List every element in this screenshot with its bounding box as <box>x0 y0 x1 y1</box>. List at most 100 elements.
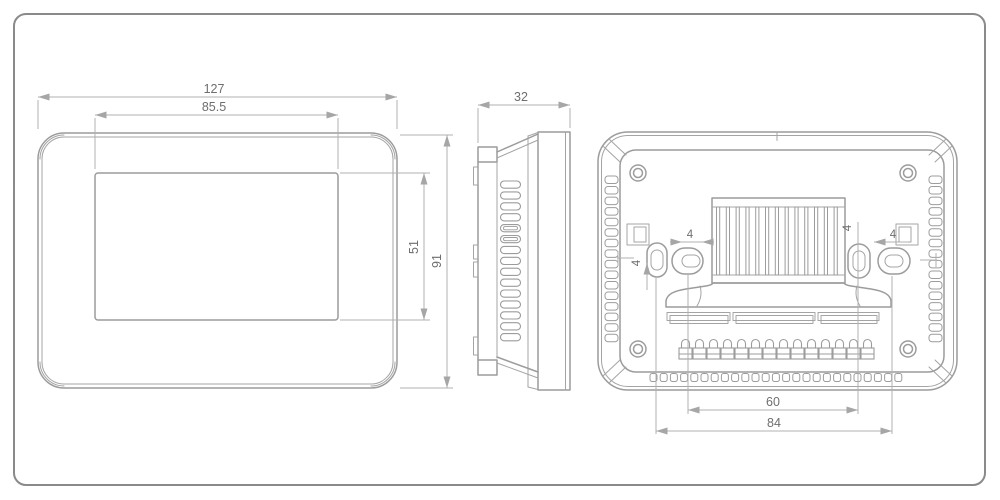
bottom-vent-slot <box>863 373 872 382</box>
side-vent-slot <box>499 191 522 200</box>
bottom-vent-slot <box>700 373 709 382</box>
side-vent-slot <box>499 234 522 244</box>
corner-screw-holes <box>629 164 917 358</box>
drawing-frame <box>13 13 986 486</box>
side-vent-slots <box>499 180 522 342</box>
terminal-screw-arch <box>820 338 831 348</box>
bottom-rim-vents <box>649 373 903 382</box>
dimension-annotations: 127 85.5 51 91 32 4 4 4 4 <box>37 82 937 435</box>
rim-vent-slot <box>928 238 943 248</box>
rim-vent-slot <box>928 175 943 184</box>
side-vent-slot <box>499 311 522 320</box>
terminal-screw-arch <box>834 338 845 348</box>
side-vent-slot <box>499 213 522 222</box>
heatsink-fins <box>716 206 838 276</box>
terminal-screw-arch <box>764 338 775 348</box>
rim-vent-slot <box>928 270 943 279</box>
bottom-vent-slot <box>659 373 668 382</box>
rim-vent-slot <box>928 207 943 216</box>
dim-right-slot-pitch: 4 <box>890 229 897 241</box>
bottom-vent-slot <box>720 373 729 382</box>
rim-vent-slot <box>928 196 943 206</box>
rim-vent-slot <box>604 291 619 301</box>
bottom-vent-slot <box>741 373 750 382</box>
side-vent-slot <box>499 224 522 233</box>
side-vent-slot <box>499 300 522 309</box>
heatsink-fin <box>765 206 770 276</box>
bottom-vent-slot <box>649 373 658 382</box>
side-top-slant-inner <box>496 139 539 159</box>
terminal-screw-arch <box>736 338 747 348</box>
front-display-screen <box>94 172 339 321</box>
side-band-bottom <box>527 386 539 390</box>
bottom-vent-slot <box>822 373 831 382</box>
rim-vent-slot <box>604 333 619 343</box>
keyhole-outer-left-slot <box>650 249 664 271</box>
rim-vent-slot <box>928 291 943 301</box>
rim-vent-slot <box>928 302 943 311</box>
rim-vent-slot <box>928 217 943 227</box>
wall-clip-left <box>626 223 650 246</box>
rim-vent-slot <box>604 281 619 290</box>
rim-vent-slot <box>604 270 619 279</box>
terminal-screw-arch <box>806 338 817 348</box>
terminal-cover-bars <box>666 312 880 324</box>
heatsink-fin <box>784 206 789 276</box>
bottom-vent-slot <box>792 373 801 382</box>
dim-display-width: 85.5 <box>202 100 226 114</box>
dim-mount-holes-inner: 60 <box>766 395 780 409</box>
side-vent-slot <box>499 278 522 287</box>
wire-bracket <box>665 282 892 308</box>
side-vent-slot <box>499 322 522 331</box>
rim-vent-slot <box>928 333 943 343</box>
terminal-screw-arch <box>750 338 761 348</box>
keyhole-inner-left-slot <box>681 254 701 268</box>
rim-vent-slot <box>928 186 943 195</box>
side-bottom-slant-inner <box>496 362 539 379</box>
side-vent-slot-inner <box>503 226 518 231</box>
rim-vent-slot <box>604 207 619 216</box>
heatsink-fin <box>774 206 779 276</box>
front-view <box>37 132 398 389</box>
side-vent-slot <box>499 245 522 255</box>
rim-vent-slot <box>928 312 943 322</box>
heatsink-fin <box>735 206 740 276</box>
side-bottom-slant-outer <box>496 356 539 373</box>
heatsink-fin <box>833 206 838 276</box>
bottom-vent-slot <box>782 373 791 382</box>
terminal-screws <box>678 338 875 360</box>
heatsink-fin <box>745 206 750 276</box>
dim-left-slot-pitch: 4 <box>687 229 694 241</box>
rim-vent-slot <box>604 217 619 227</box>
side-vent-slot <box>499 333 522 342</box>
terminal-screw-arch <box>722 338 733 348</box>
dim-right-keyhole-slot: 4 <box>842 224 854 231</box>
dim-front-overall-width: 127 <box>204 82 225 96</box>
side-vent-slot <box>499 180 522 189</box>
keyhole-outer-right-slot <box>884 254 904 268</box>
rim-vent-slot <box>604 238 619 248</box>
rim-vent-slot <box>928 323 943 332</box>
bottom-vent-slot <box>690 373 699 382</box>
bottom-vent-slot <box>669 373 678 382</box>
heatsink-fin <box>814 206 819 276</box>
side-top-cap <box>477 146 498 163</box>
side-top-slant-outer <box>496 133 539 153</box>
front-corner-arcs <box>39 134 396 387</box>
keyhole-outer-left <box>646 242 668 278</box>
back-corner-chamfers <box>602 138 953 384</box>
dim-display-height: 51 <box>407 240 421 254</box>
bottom-vent-slot <box>731 373 740 382</box>
rim-vent-slot <box>604 186 619 195</box>
bottom-vent-slot <box>843 373 852 382</box>
dim-depth: 32 <box>514 90 528 104</box>
rim-vent-slot <box>928 281 943 290</box>
bottom-vent-slot <box>873 373 882 382</box>
bottom-vent-slot <box>710 373 719 382</box>
keyhole-inner-right-slot <box>852 250 866 272</box>
side-vent-slot <box>499 202 522 211</box>
terminal-screw-arch <box>862 338 873 348</box>
heatsink-fin <box>725 206 730 276</box>
side-vent-slot <box>499 256 522 266</box>
rim-vent-slot <box>604 312 619 322</box>
